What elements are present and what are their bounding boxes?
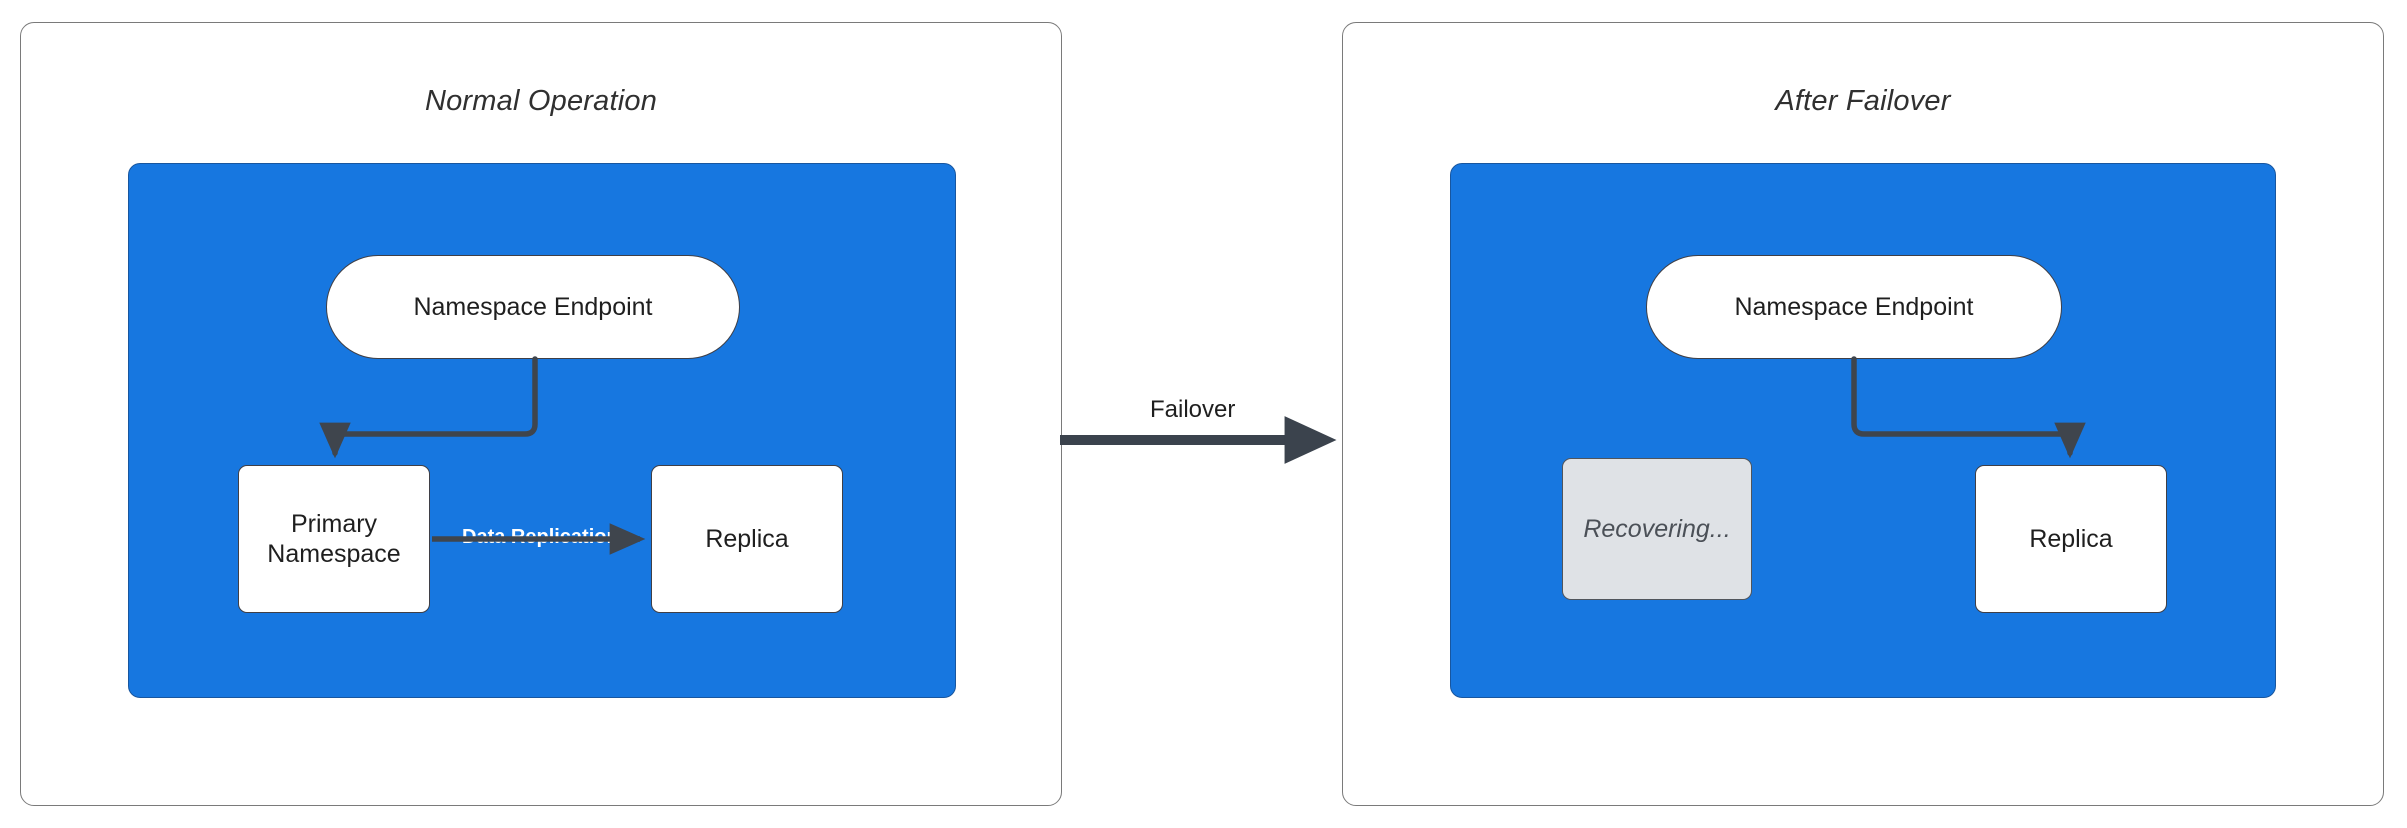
cluster-after-failover: [1450, 163, 2276, 698]
panel-title-normal-operation: Normal Operation: [424, 85, 658, 117]
node-namespace-endpoint-failover-side[interactable]: Namespace Endpoint: [1646, 255, 2062, 359]
transition-label-failover: Failover: [1150, 396, 1236, 423]
node-label: Recovering...: [1583, 514, 1731, 543]
node-label: Replica: [705, 524, 789, 553]
node-primary-namespace[interactable]: Primary Namespace: [238, 465, 430, 613]
node-label: Primary Namespace: [267, 509, 400, 570]
node-label-line2: Namespace: [267, 540, 401, 568]
edge-label-data-replication: Data Replication: [462, 526, 619, 548]
node-label: Replica: [2029, 524, 2113, 553]
node-label-line1: Primary: [290, 509, 378, 538]
panel-title-after-failover: After Failover: [1775, 85, 1951, 117]
node-label: Namespace Endpoint: [1734, 292, 1974, 321]
node-replica-promoted[interactable]: Replica: [1975, 465, 2167, 613]
node-replica-normal[interactable]: Replica: [651, 465, 843, 613]
node-label: Namespace Endpoint: [413, 292, 653, 321]
node-recovering[interactable]: Recovering...: [1562, 458, 1752, 600]
cluster-normal-operation: [128, 163, 956, 698]
node-namespace-endpoint-primary-side[interactable]: Namespace Endpoint: [326, 255, 740, 359]
